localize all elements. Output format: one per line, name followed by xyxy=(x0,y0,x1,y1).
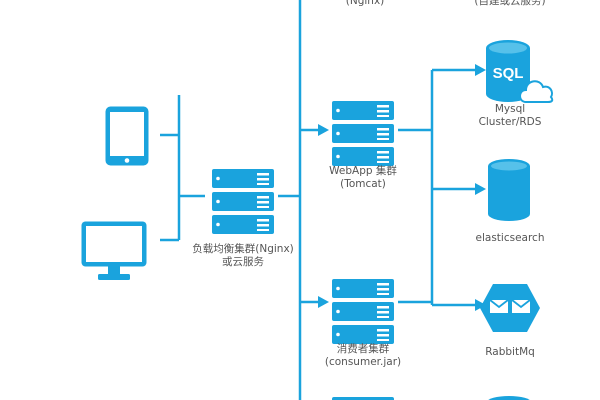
elasticsearch-label: elasticsearch xyxy=(475,232,545,244)
arrowhead-webapp xyxy=(318,124,329,136)
consumer-server-icon xyxy=(332,279,394,344)
rabbitmq-label: RabbitMq xyxy=(485,346,535,358)
arrowhead-consumer xyxy=(318,296,329,308)
sql-badge-text: SQL xyxy=(493,65,524,82)
arrowhead-rabbitmq xyxy=(475,299,486,311)
top-nginx-label: (Nginx) xyxy=(345,0,385,7)
database-icon xyxy=(488,159,530,221)
arrowhead-mysql xyxy=(475,64,486,76)
load-balancer-server-icon xyxy=(212,169,274,234)
top-selfhosted-label: (自建或云服务) xyxy=(474,0,546,7)
arrowhead-elasticsearch xyxy=(475,183,486,195)
partial-database-icon xyxy=(488,396,530,400)
consumer-label: 消费者集群 (consumer.jar) xyxy=(324,343,402,368)
monitor-icon xyxy=(81,221,147,280)
partial-server-icon xyxy=(332,397,394,400)
tablet-icon xyxy=(105,106,149,166)
mysql-label: Mysql Cluster/RDS xyxy=(478,103,542,128)
webapp-label: WebApp 集群 (Tomcat) xyxy=(329,165,397,190)
sql-database-cloud-icon: SQL xyxy=(486,40,554,103)
webapp-server-icon xyxy=(332,101,394,166)
load-balancer-label: 负载均衡集群(Nginx) 或云服务 xyxy=(192,243,294,268)
message-queue-icon xyxy=(480,284,540,332)
